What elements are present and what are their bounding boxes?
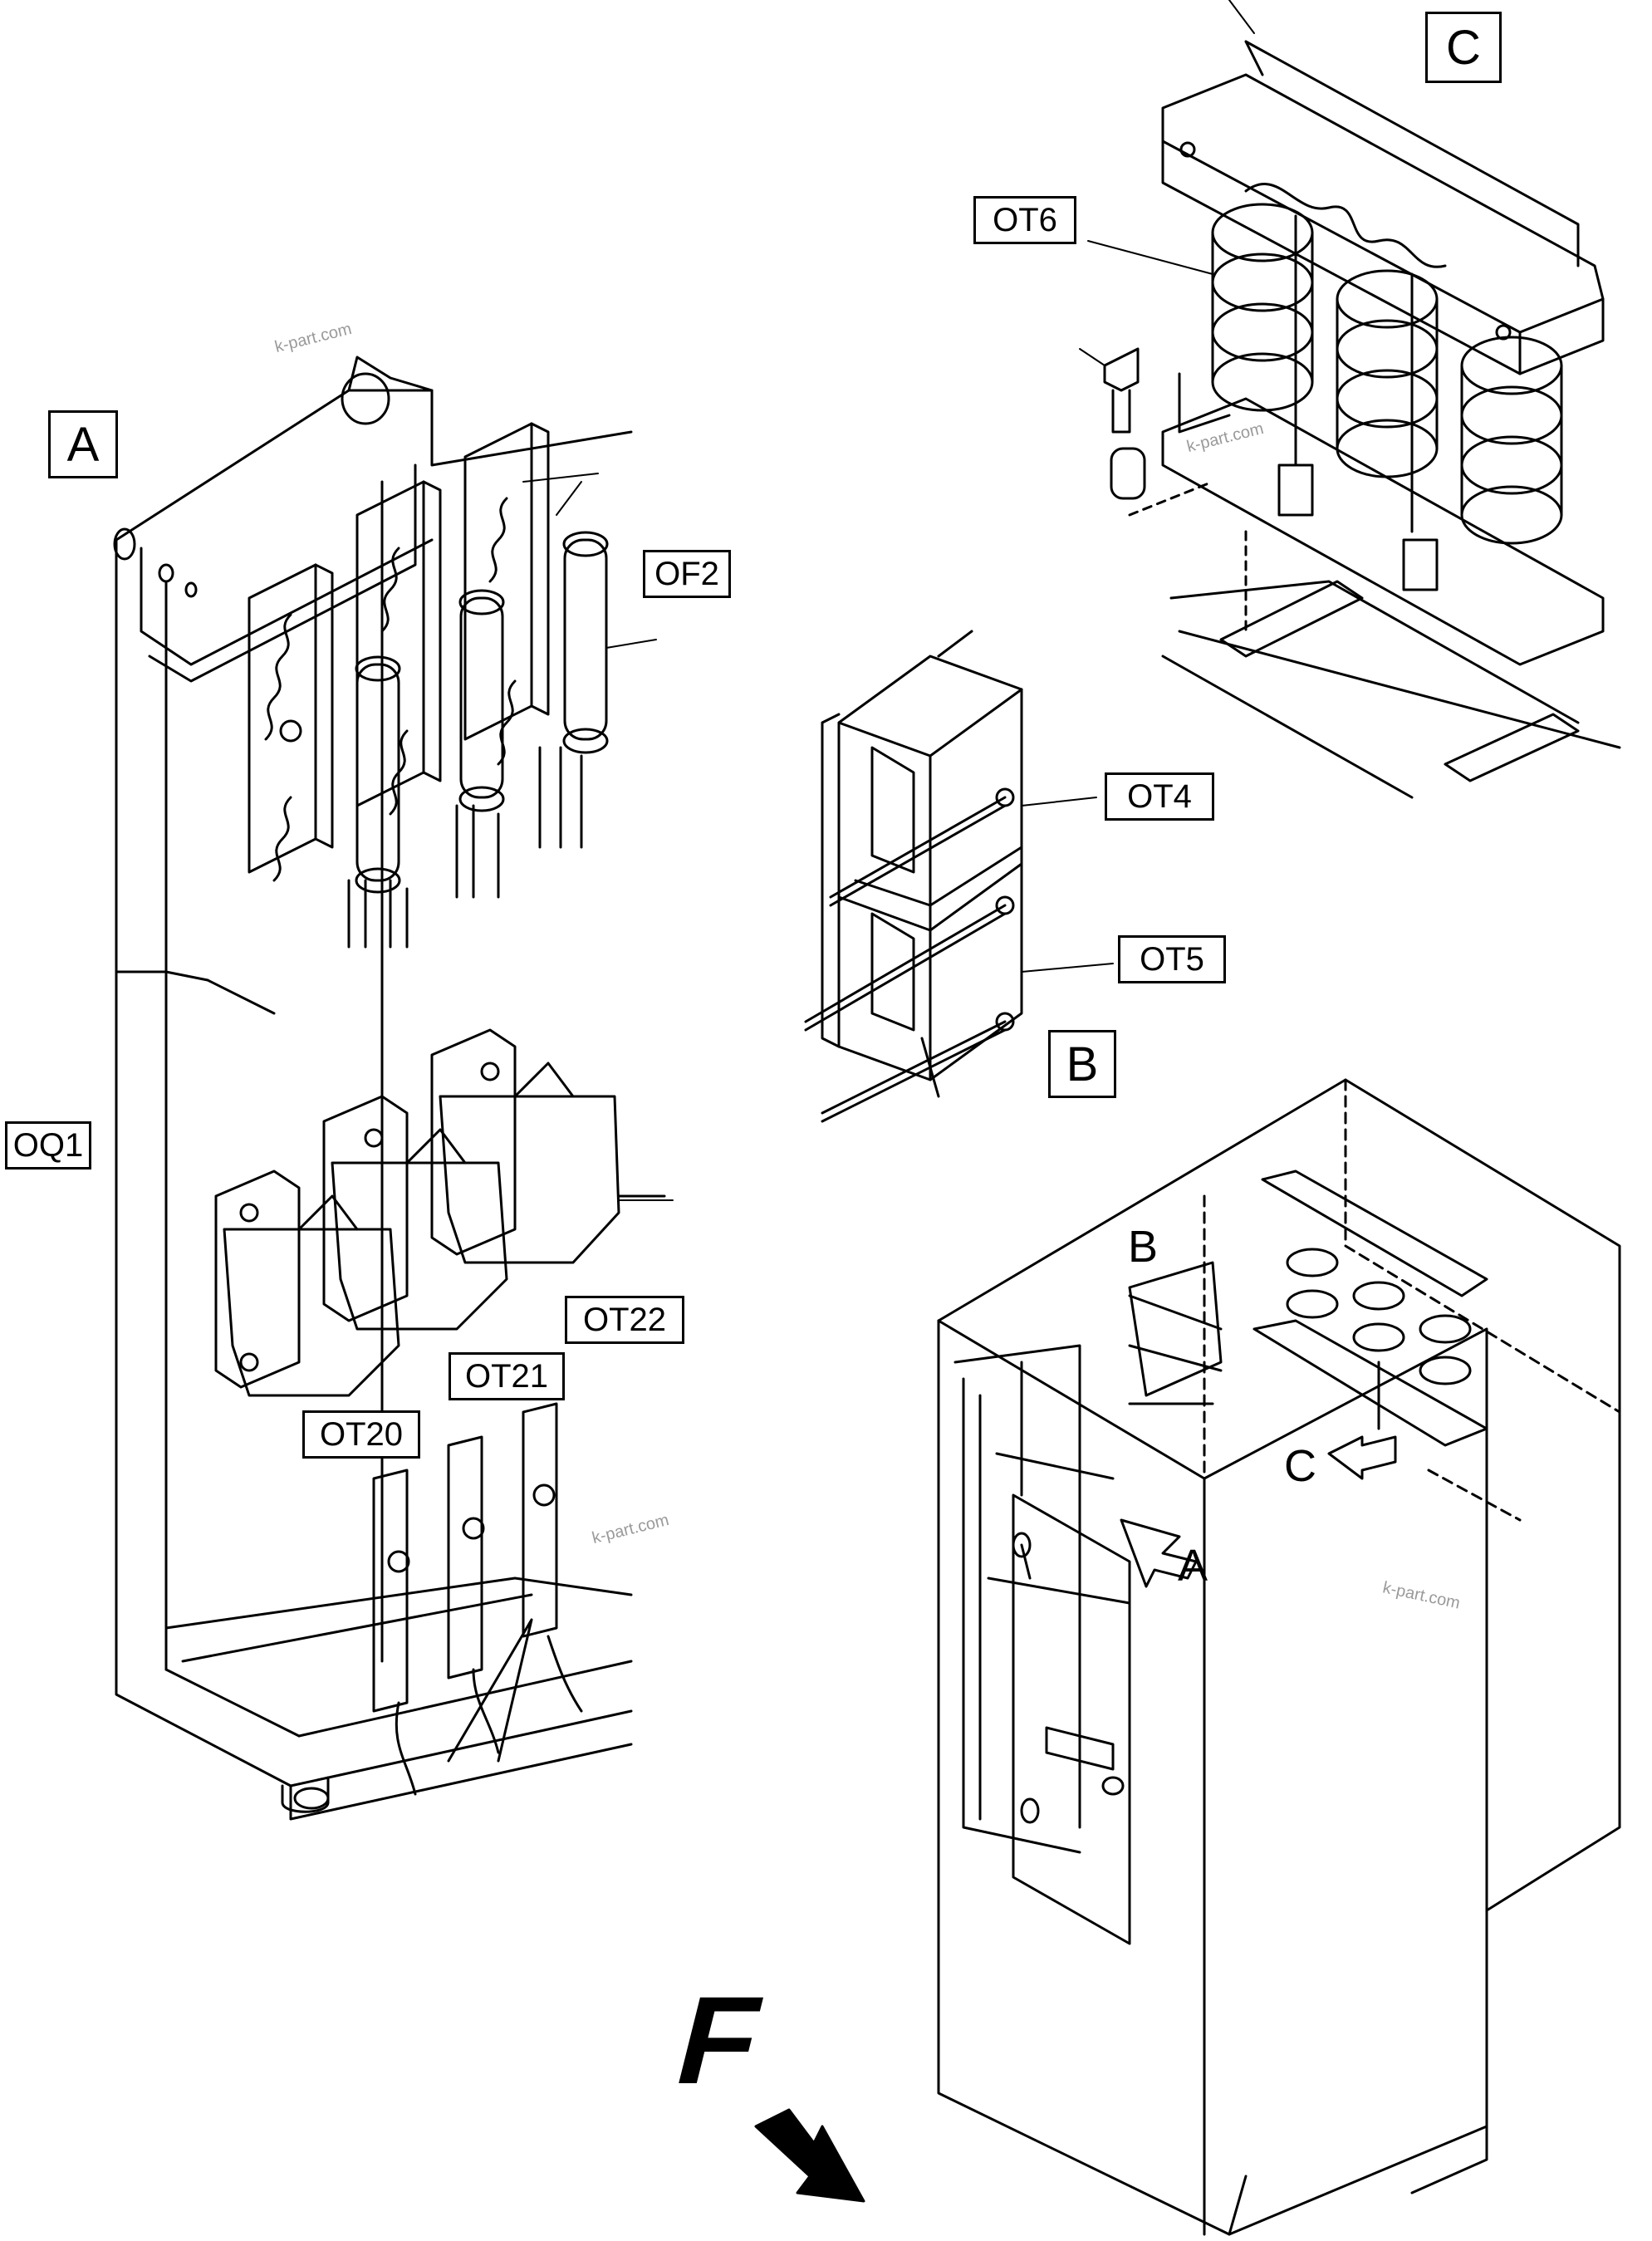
choke-coil-3 xyxy=(1460,336,1563,545)
callout-ot6: OT6 xyxy=(973,196,1076,244)
direction-arrow-icon xyxy=(754,2108,865,2203)
callout-ot20: OT20 xyxy=(302,1410,420,1459)
bolt-icon xyxy=(1103,347,1140,434)
detail-a-panel-drawing xyxy=(113,356,666,1821)
callout-ot4: OT4 xyxy=(1105,772,1214,821)
cabinet-drawing xyxy=(937,1078,1621,2236)
spacer-icon xyxy=(1110,447,1146,500)
current-transformer-ot20 xyxy=(214,1170,400,1397)
detail-b-leader-lines xyxy=(1021,797,1114,973)
callout-b: B xyxy=(1048,1030,1116,1098)
callout-c: C xyxy=(1425,12,1502,83)
arrow-c-icon xyxy=(1327,1435,1397,1480)
cabinet-letter-c: C xyxy=(1284,1441,1316,1491)
callout-a: A xyxy=(48,410,118,478)
detail-c-drawing xyxy=(1079,0,1621,799)
cable-terminals xyxy=(372,1402,583,1796)
callout-ot5: OT5 xyxy=(1118,935,1226,983)
cabinet-letter-a: A xyxy=(1178,1541,1208,1591)
callout-oq1: OQ1 xyxy=(5,1121,91,1170)
arrow-a-icon xyxy=(1120,1518,1198,1588)
callout-ot22: OT22 xyxy=(565,1296,684,1344)
detail-c-leader-lines xyxy=(1087,240,1213,275)
detail-a-leader-lines xyxy=(522,473,674,1201)
callout-ot21: OT21 xyxy=(449,1352,565,1400)
fuse-holder-2 xyxy=(355,480,505,899)
callout-of2: OF2 xyxy=(643,550,731,598)
current-transformer-ot22 xyxy=(430,1028,666,1264)
current-transformer-ot21 xyxy=(322,1095,508,1331)
fuse-holder-3 xyxy=(463,422,609,849)
cabinet-letter-b: B xyxy=(1128,1222,1159,1272)
detail-b-drawing xyxy=(804,630,1023,1123)
choke-coil-2 xyxy=(1336,269,1439,478)
choke-coil-1 xyxy=(1211,203,1314,412)
